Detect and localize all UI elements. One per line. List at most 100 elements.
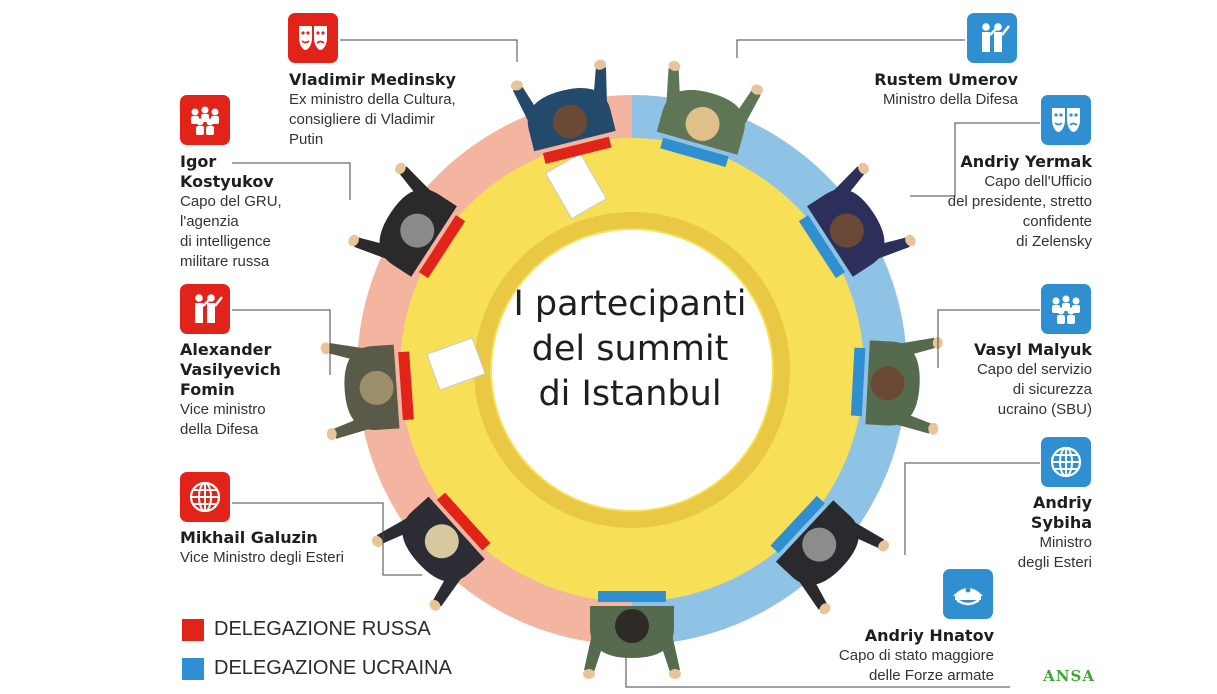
arm-right	[733, 90, 761, 128]
participant-name: Vasyl Malyuk	[974, 340, 1092, 359]
participant-label-yermak: Andriy Yermak Capo dell'Ufficio del pres…	[948, 152, 1092, 252]
arm-left	[660, 634, 680, 672]
participant-role: di intelligence	[180, 233, 271, 250]
hand	[371, 535, 383, 547]
arm-left	[850, 520, 885, 549]
leader-line	[910, 122, 1040, 197]
participant-role: Vice ministro	[180, 401, 266, 418]
legend-swatch-russia	[182, 618, 204, 641]
leader-line	[625, 655, 1010, 688]
participant-name: Andriy Hnatov	[864, 626, 994, 645]
arm-right	[593, 67, 607, 105]
participant-label-malyuk: Vasyl Malyuk Capo del servizio di sicure…	[974, 340, 1092, 420]
leader-line	[937, 309, 1040, 368]
chair-back	[770, 495, 825, 554]
participant-role: consigliere di Vladimir	[289, 111, 435, 128]
participant-name: Sybiha	[1030, 513, 1092, 532]
source-logo: ANSA	[1043, 667, 1095, 685]
legend-ukraine: DELEGAZIONE UCRAINA	[182, 657, 452, 680]
head	[359, 370, 394, 405]
arm-left	[666, 68, 681, 106]
participant-name: Kostyukov	[180, 172, 274, 191]
arm-right	[399, 166, 433, 199]
participant-label-umerov: Rustem Umerov Ministro della Difesa	[874, 70, 1018, 110]
hand	[819, 603, 831, 615]
masks-icon	[1041, 95, 1091, 145]
participant-name: Andriy Yermak	[960, 152, 1092, 171]
soldiers-icon	[180, 284, 230, 334]
arm-right	[328, 343, 366, 362]
participant-role: delle Forze armate	[868, 667, 994, 684]
participant-role: confidente	[1022, 213, 1092, 230]
legend-label-ukraine: DELEGAZIONE UCRAINA	[214, 657, 452, 679]
arm-right	[893, 412, 932, 434]
arm-left	[333, 416, 372, 439]
chair-back	[542, 136, 612, 164]
title-line-1: I partecipanti	[513, 284, 747, 324]
leader-lines	[232, 39, 1040, 688]
hand	[668, 60, 681, 72]
participant-role: di Zelensky	[1016, 233, 1092, 250]
chair-back	[850, 347, 866, 417]
chair-back	[418, 215, 466, 279]
participant-name: Alexander	[180, 340, 272, 359]
seated-participant	[770, 495, 890, 615]
chair-back	[660, 137, 729, 167]
military-cap-icon	[943, 569, 993, 619]
globe-icon	[1041, 437, 1091, 487]
leader-line	[232, 309, 331, 375]
leader-line	[232, 162, 351, 200]
hand	[858, 162, 869, 175]
participant-role: Ministro della Difesa	[882, 91, 1018, 108]
paper-sheet	[426, 337, 486, 391]
seated-participant	[320, 342, 414, 441]
diagram-title: I partecipanti del summit di Istanbul	[470, 282, 790, 417]
participant-label-hnatov: Andriy Hnatov Capo di stato maggiore del…	[839, 626, 994, 686]
arm-left	[897, 337, 936, 357]
head	[400, 213, 435, 248]
arm-left	[433, 572, 463, 607]
head	[553, 104, 588, 139]
leader-line	[232, 502, 422, 576]
crowd-icon	[180, 95, 230, 145]
participant-role: Ex ministro della Cultura,	[289, 91, 456, 108]
hand	[878, 540, 890, 552]
participant-label-kostyukov: Igor Kostyukov Capo del GRU, l'agenzia d…	[180, 152, 282, 272]
hand	[669, 669, 681, 679]
hand	[510, 80, 523, 91]
paper-sheet	[544, 152, 608, 220]
participant-role: ucraino (SBU)	[997, 401, 1092, 418]
participant-label-fomin: Alexander Vasilyevich Fomin Vice ministr…	[180, 340, 281, 440]
head	[802, 527, 837, 562]
hand	[594, 59, 607, 70]
soldiers-icon	[967, 13, 1017, 63]
hand	[583, 669, 595, 679]
participant-role: l'agenzia	[180, 213, 239, 230]
head	[424, 524, 459, 559]
participant-role: di sicurezza	[1012, 381, 1092, 398]
legend-label-russia: DELEGAZIONE RUSSA	[214, 618, 431, 640]
seated-participant	[348, 162, 466, 279]
seated-participant	[583, 591, 681, 679]
title-line-2: del summit	[531, 329, 729, 369]
participant-role: militare russa	[180, 253, 270, 270]
participant-name: Vasilyevich	[180, 360, 281, 379]
title-line-3: di Istanbul	[538, 374, 722, 414]
arm-right	[797, 576, 827, 610]
seated-participant	[850, 336, 943, 435]
hand	[928, 422, 939, 435]
leader-line	[340, 39, 518, 62]
arm-right	[875, 237, 910, 260]
participant-name: Igor	[180, 152, 217, 171]
hand	[429, 599, 441, 611]
arm-left	[512, 86, 540, 124]
chair-back	[436, 492, 491, 551]
hand	[348, 234, 359, 247]
crowd-icon	[1041, 284, 1091, 334]
participant-label-galuzin: Mikhail Galuzin Vice Ministro degli Este…	[180, 528, 344, 568]
participant-role: Ministro	[1039, 534, 1092, 551]
participant-name: Mikhail Galuzin	[180, 528, 318, 547]
participant-role: degli Esteri	[1017, 554, 1092, 571]
participant-role: Vice Ministro degli Esteri	[180, 549, 344, 566]
